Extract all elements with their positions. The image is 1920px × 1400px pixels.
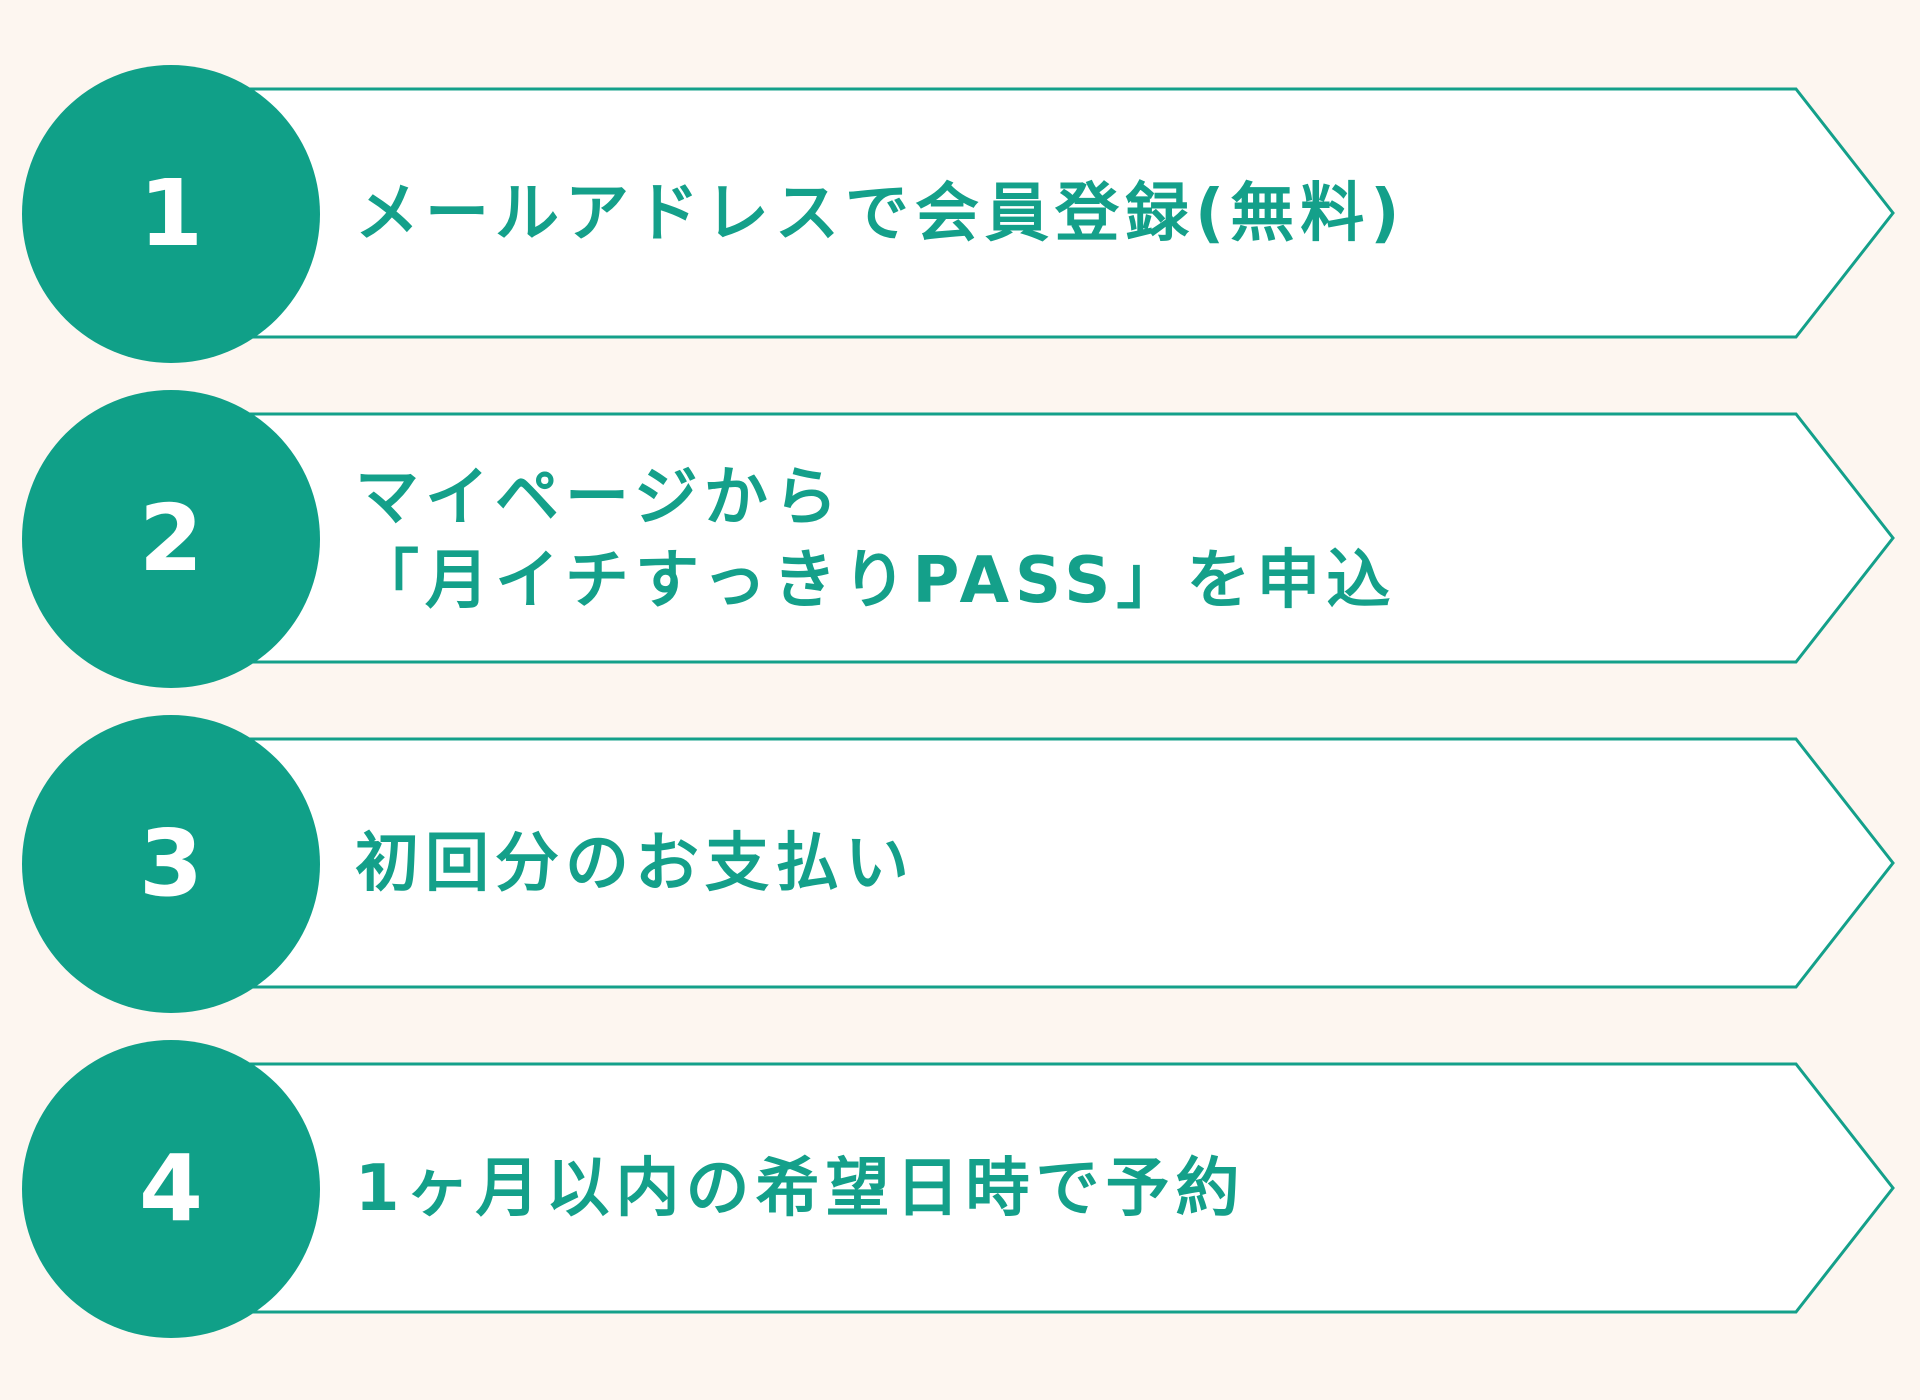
step-1: 1 メールアドレスで会員登録(無料) (0, 65, 1920, 365)
step-3-line-1: 初回分のお支払い (355, 827, 915, 902)
step-3-number: 3 (138, 810, 203, 917)
step-4-text: 1ヶ月以内の希望日時で予約 (355, 1065, 1755, 1315)
step-1-line-1: メールアドレスで会員登録(無料) (355, 177, 1406, 252)
step-2-number-circle: 2 (22, 390, 320, 688)
step-2-line-1: マイページから (355, 460, 844, 535)
step-4-line-1: 1ヶ月以内の希望日時で予約 (355, 1152, 1246, 1227)
step-4-number: 4 (138, 1135, 203, 1242)
step-1-number-circle: 1 (22, 65, 320, 363)
step-2-text: マイページから 「月イチすっきりPASS」を申込 (355, 415, 1755, 665)
step-4-number-circle: 4 (22, 1040, 320, 1338)
step-1-text: メールアドレスで会員登録(無料) (355, 90, 1755, 340)
step-3-text: 初回分のお支払い (355, 740, 1755, 990)
step-4: 4 1ヶ月以内の希望日時で予約 (0, 1040, 1920, 1340)
step-3-number-circle: 3 (22, 715, 320, 1013)
step-1-number: 1 (138, 160, 203, 267)
step-2-number: 2 (138, 485, 203, 592)
step-2: 2 マイページから 「月イチすっきりPASS」を申込 (0, 390, 1920, 690)
step-3: 3 初回分のお支払い (0, 715, 1920, 1015)
step-2-line-2: 「月イチすっきりPASS」を申込 (355, 544, 1397, 618)
